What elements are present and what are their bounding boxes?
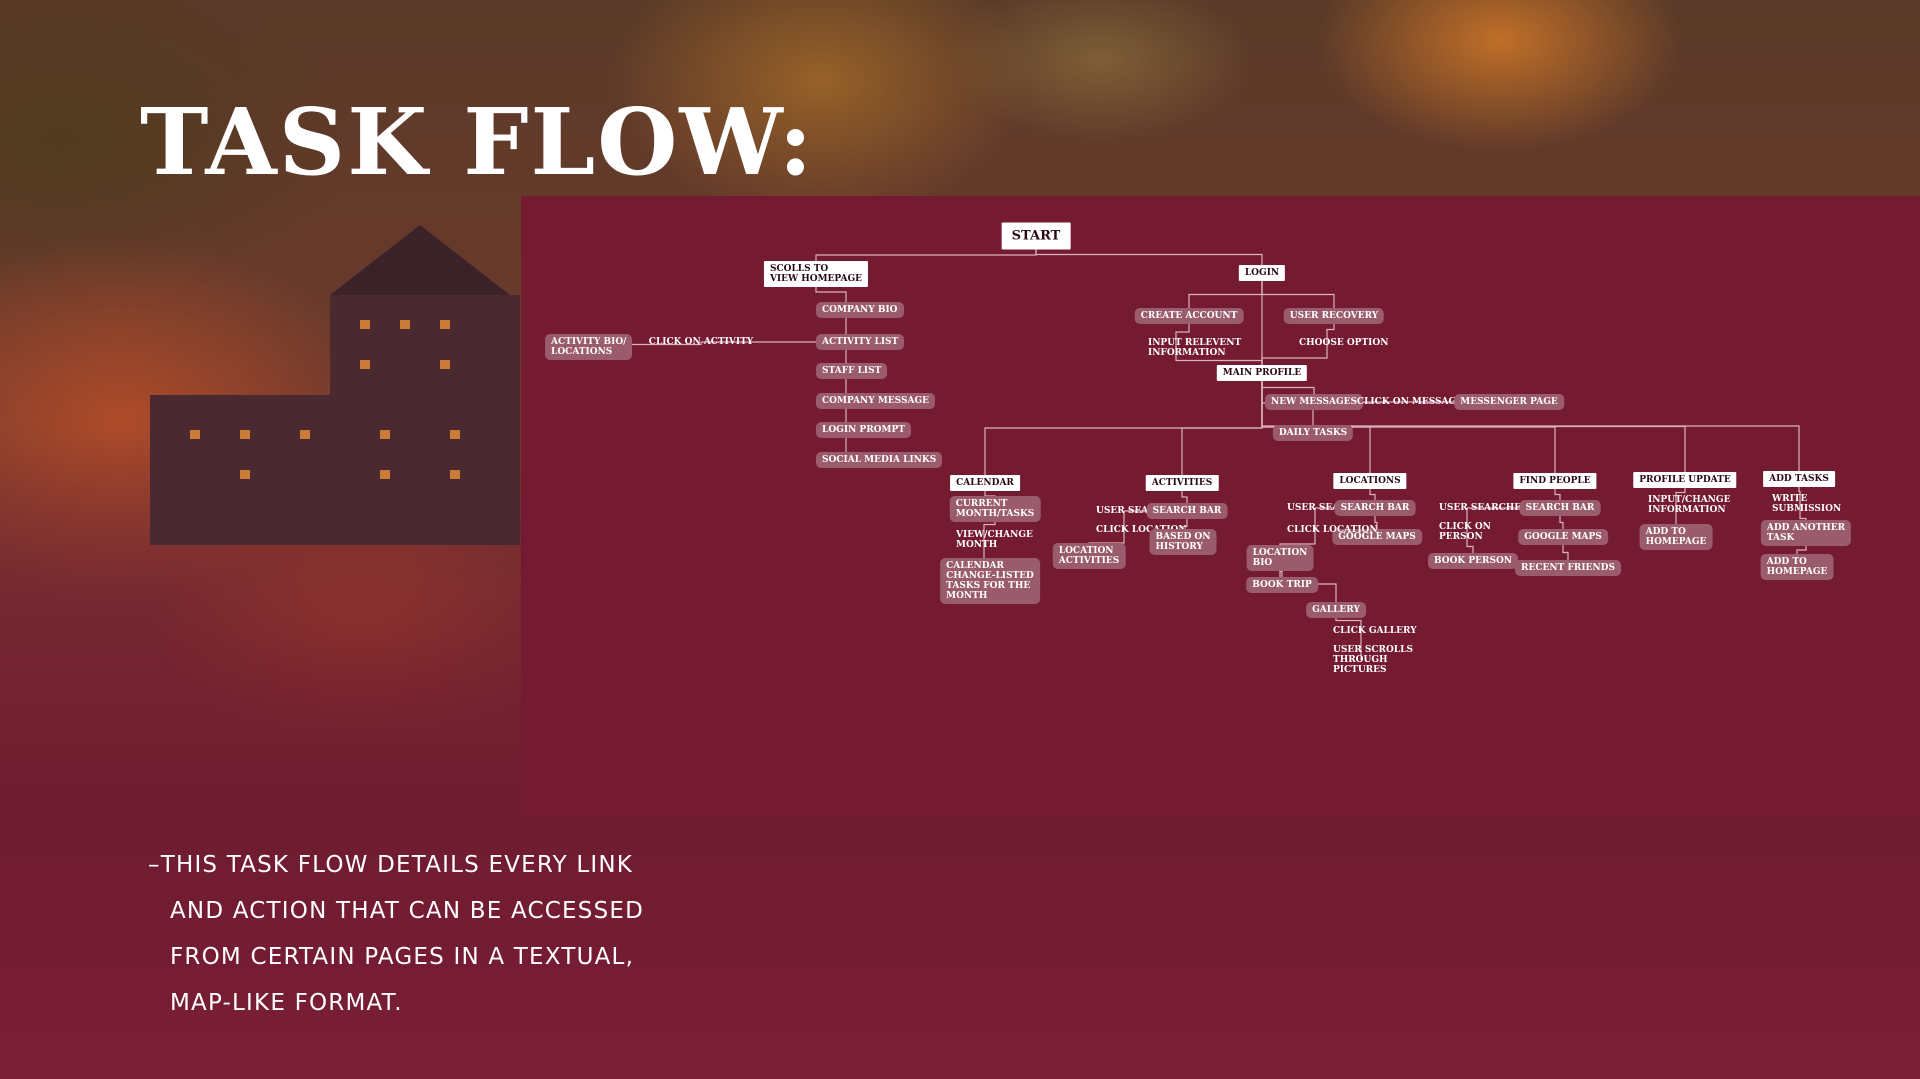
lodge-lower	[150, 395, 520, 545]
flow-node-daily-tasks: DAILY TASKS	[1273, 425, 1353, 441]
flow-node-login: LOGIN	[1239, 265, 1285, 281]
flow-node-social-links: SOCIAL MEDIA LINKS	[816, 452, 942, 468]
flow-node-act-search-bar: SEARCH BAR	[1147, 503, 1228, 519]
flow-node-locations: LOCATIONS	[1333, 473, 1406, 489]
lodge-window	[300, 430, 310, 439]
flow-node-user-recovery: USER RECOVERY	[1284, 308, 1384, 324]
flow-node-recent-friends: RECENT FRIENDS	[1515, 560, 1621, 576]
flow-node-profile-update: PROFILE UPDATE	[1633, 472, 1736, 488]
slide-description: –This task flow details every link and a…	[148, 842, 708, 1026]
lodge-window	[190, 430, 200, 439]
flow-node-fp-google-maps: GOOGLE MAPS	[1518, 529, 1608, 545]
flow-node-fp-user-searches: USER SEARCHES	[1437, 502, 1530, 514]
description-line: from certain pages in a textual,	[148, 934, 708, 980]
flow-node-find-people: FIND PEOPLE	[1513, 473, 1596, 489]
flow-node-staff-list: STAFF LIST	[816, 363, 887, 379]
flow-node-click-message: CLICK ON MESSAGE	[1355, 396, 1465, 408]
lodge-window	[400, 320, 410, 329]
flow-node-login-prompt: LOGIN PROMPT	[816, 422, 911, 438]
lodge-window	[240, 470, 250, 479]
flow-node-company-bio: COMPANY BIO	[816, 302, 904, 318]
flow-node-start: START	[1002, 223, 1071, 250]
flow-node-gallery: GALLERY	[1306, 602, 1366, 618]
flow-node-activity-bio: ACTIVITY BIO/LOCATIONS	[545, 334, 632, 360]
flow-node-calendar: CALENDAR	[950, 475, 1020, 491]
slide-title: TASK FLOW:	[140, 88, 814, 196]
flow-node-add-tasks: ADD TASKS	[1763, 471, 1835, 487]
flow-node-loc-click-location: CLICK LOCATION	[1285, 524, 1380, 536]
flow-node-book-person: BOOK PERSON	[1428, 553, 1518, 569]
lodge-window	[450, 470, 460, 479]
flow-connector	[1182, 373, 1262, 483]
flow-node-activities: ACTIVITIES	[1146, 475, 1219, 491]
lodge-window	[380, 430, 390, 439]
lodge-roof	[330, 225, 510, 295]
flow-node-book-trip: BOOK TRIP	[1246, 577, 1318, 593]
flow-node-fp-search-bar: SEARCH BAR	[1520, 500, 1601, 516]
flow-node-loc-search-bar: SEARCH BAR	[1335, 500, 1416, 516]
flow-node-main-profile: MAIN PROFILE	[1217, 365, 1307, 381]
lodge-window	[450, 430, 460, 439]
description-line: –This task flow details every link	[148, 842, 708, 888]
lodge-window	[440, 320, 450, 329]
lodge-window	[380, 470, 390, 479]
flow-node-company-message: COMPANY MESSAGE	[816, 393, 935, 409]
flow-node-activity-list: ACTIVITY LIST	[816, 334, 904, 350]
flow-node-click-activity: CLICK ON ACTIVITY	[647, 336, 755, 348]
lodge-window	[240, 430, 250, 439]
lodge-window	[360, 320, 370, 329]
flow-node-new-messages: NEW MESSAGES	[1265, 394, 1363, 410]
flow-node-click-gallery: CLICK GALLERY	[1331, 625, 1419, 637]
lodge-window	[440, 360, 450, 369]
flow-node-choose-option: CHOOSE OPTION	[1297, 337, 1390, 349]
description-line: map-like format.	[148, 980, 708, 1026]
flow-node-create-account: CREATE ACCOUNT	[1135, 308, 1244, 324]
lodge-window	[360, 360, 370, 369]
flow-node-messenger-page: MESSENGER PAGE	[1454, 394, 1564, 410]
description-line: and action that can be accessed	[148, 888, 708, 934]
